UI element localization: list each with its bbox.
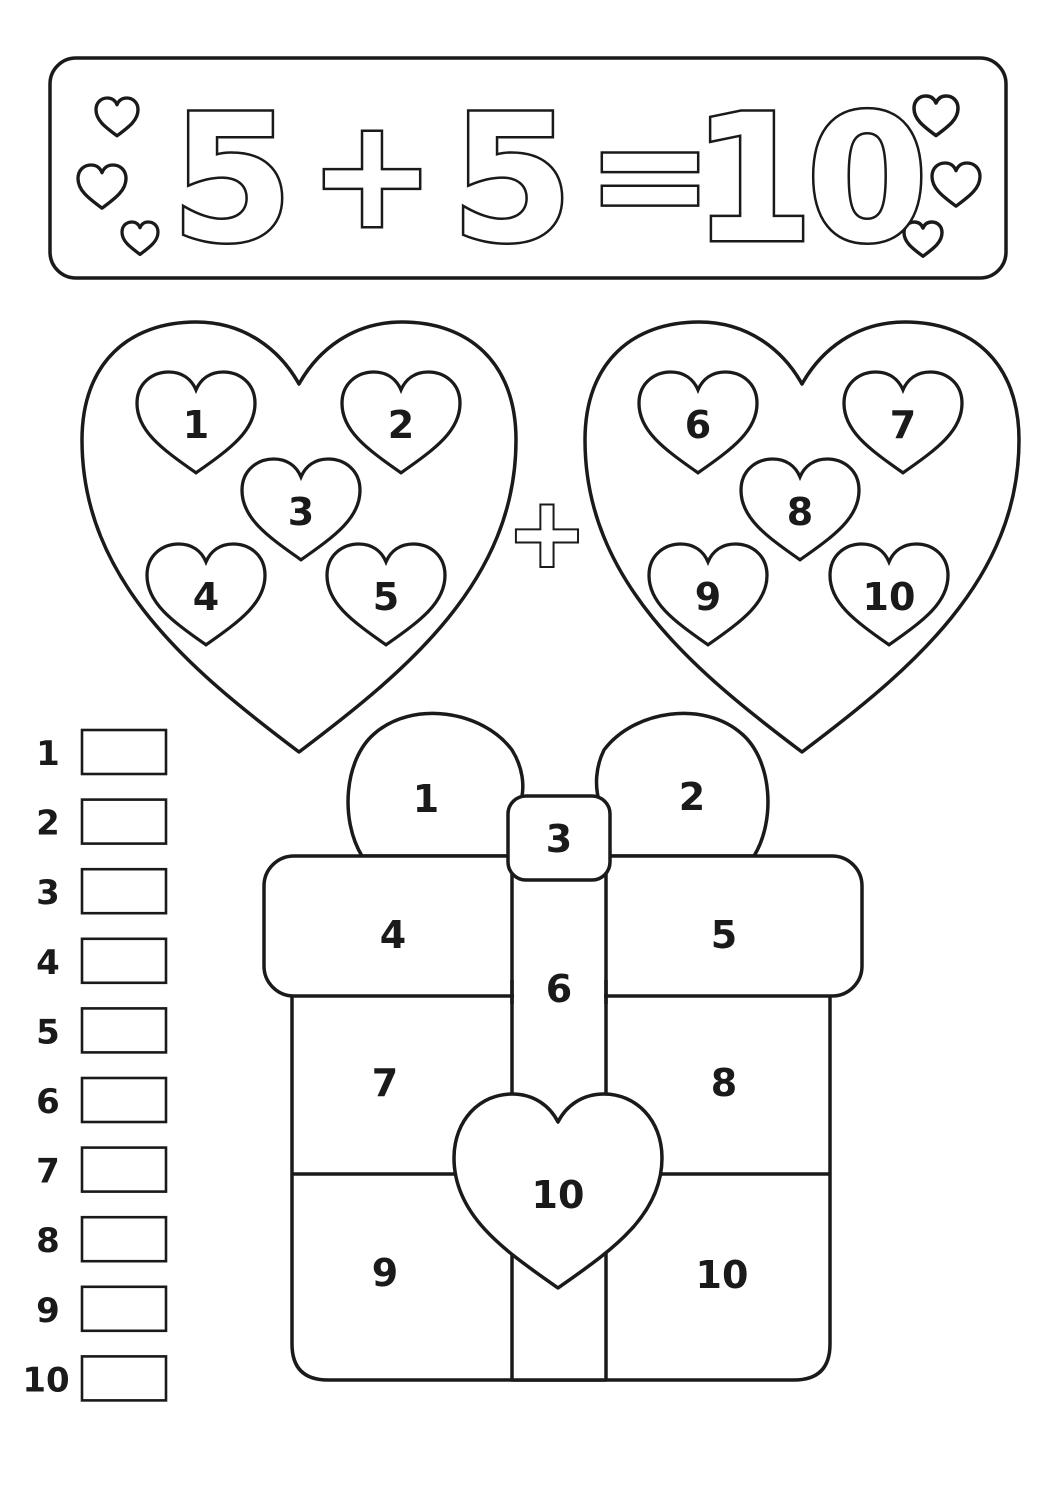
color-key-label: 5: [36, 1012, 60, 1052]
gift-bow-knot: [506, 794, 612, 882]
color-key-swatch-box[interactable]: [80, 1215, 168, 1263]
color-key-row: 3: [36, 867, 168, 915]
color-key-label: 3: [36, 873, 60, 913]
right-heart-small-heart-number: 8: [787, 490, 813, 534]
equation-equals: =: [587, 88, 713, 262]
right-heart-small-heart-number: 10: [863, 575, 916, 619]
left-heart-small-heart: 4: [145, 542, 267, 647]
color-key-row: 1: [36, 728, 168, 776]
color-key-swatch-box[interactable]: [80, 1285, 168, 1333]
right-heart-small-heart-number: 7: [890, 403, 916, 447]
gift-box: 1 2 3 4 5 6 7 8 10 9 10: [262, 711, 864, 1382]
equation-banner: 5 + 5 = 10: [48, 56, 1008, 285]
decor-heart-icon: [120, 220, 160, 257]
left-heart-small-heart: 2: [340, 370, 462, 475]
equation-frame: [48, 56, 1008, 280]
right-heart-small-heart: 8: [739, 457, 861, 562]
color-key-label: 8: [36, 1221, 60, 1261]
hearts-plus-operator: +: [507, 477, 587, 589]
color-key-row: 7: [36, 1146, 168, 1193]
color-key-row: 8: [36, 1215, 168, 1263]
equation-sum: 10: [692, 77, 921, 282]
color-key-swatch-box[interactable]: [80, 728, 168, 776]
color-key-label: 1: [36, 734, 60, 774]
gift-ribbon-join: [514, 980, 604, 1004]
right-heart-small-heart: 10: [828, 542, 950, 647]
small-hearts-layer: 1 2 3 4 5 6 7 8 9 10: [135, 370, 964, 647]
gift-label-heart-center: 10: [532, 1173, 585, 1217]
gift-label-lid-right: 5: [711, 913, 737, 957]
equation-addend-a: 5: [171, 77, 293, 282]
color-key-row: 5: [36, 1007, 168, 1054]
color-key-label: 9: [36, 1291, 60, 1331]
left-heart-small-heart: 1: [135, 370, 257, 475]
left-heart-small-heart-number: 3: [288, 490, 314, 534]
decor-heart-icon: [94, 96, 140, 138]
gift-label-lid-left: 4: [380, 913, 406, 957]
gift-label-box-bottom-left: 9: [372, 1251, 398, 1295]
right-big-heart: [583, 320, 1021, 754]
gift-label-knot: 3: [546, 817, 572, 861]
color-key-label: 7: [36, 1152, 60, 1192]
color-key-swatch-box[interactable]: [80, 1146, 168, 1193]
right-heart-small-heart: 9: [647, 542, 769, 647]
left-heart-small-heart-number: 4: [193, 575, 219, 619]
color-key: 1 2 3 4 5 6 7 8 9 10: [22, 728, 168, 1402]
color-key-row: 9: [36, 1285, 168, 1333]
color-key-label: 6: [36, 1082, 60, 1122]
gift-label-bow-left: 1: [413, 777, 439, 821]
gift-label-bow-right: 2: [679, 775, 705, 819]
gift-center-heart: [452, 1092, 664, 1290]
decor-heart-icon: [76, 163, 128, 210]
left-heart-small-heart: 5: [325, 542, 447, 647]
gift-label-box-bottom-right: 10: [696, 1253, 749, 1297]
left-big-heart: [80, 320, 518, 754]
right-heart-small-heart-number: 9: [695, 575, 721, 619]
decor-heart-icon: [912, 94, 960, 138]
right-heart-small-heart-number: 6: [685, 403, 711, 447]
gift-label-ribbon-top: 6: [546, 967, 572, 1011]
color-key-swatch-box[interactable]: [80, 937, 168, 985]
equation-addend-b: 5: [451, 77, 573, 282]
color-key-label: 4: [36, 943, 60, 983]
left-heart-small-heart-number: 5: [373, 575, 399, 619]
right-heart-outline: [583, 320, 1021, 754]
gift-bow-right-loop: [594, 711, 770, 858]
color-key-swatch-box[interactable]: [80, 798, 168, 845]
color-key-label: 2: [36, 804, 60, 844]
gift-label-box-top-right: 8: [711, 1061, 737, 1105]
color-key-row: 2: [36, 798, 168, 845]
left-heart-small-heart-number: 1: [183, 403, 209, 447]
equation-plus: +: [309, 88, 435, 262]
gift-bow-left-loop: [346, 711, 525, 858]
right-heart-small-heart: 7: [842, 370, 964, 475]
decor-heart-icon: [930, 161, 982, 208]
color-key-swatch-box[interactable]: [80, 1076, 168, 1124]
color-key-swatch-box[interactable]: [80, 1355, 168, 1402]
left-heart-small-heart-number: 2: [388, 403, 414, 447]
left-heart-outline: [80, 320, 518, 754]
color-key-row: 10: [22, 1355, 168, 1402]
color-key-swatch-box[interactable]: [80, 1007, 168, 1054]
right-heart-small-heart: 6: [637, 370, 759, 475]
gift-label-box-top-left: 7: [372, 1061, 398, 1105]
color-key-swatch-box[interactable]: [80, 867, 168, 915]
left-heart-small-heart: 3: [240, 457, 362, 562]
color-key-row: 6: [36, 1076, 168, 1124]
color-key-row: 4: [36, 937, 168, 985]
color-key-label: 10: [22, 1360, 69, 1400]
